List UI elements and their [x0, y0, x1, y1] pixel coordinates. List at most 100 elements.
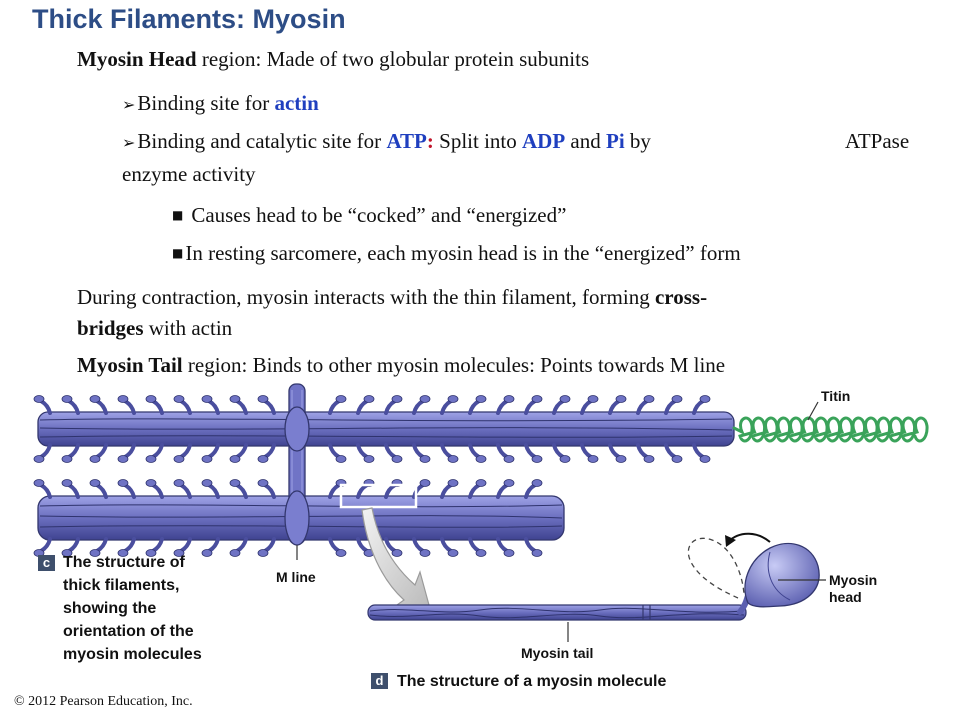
myosin-head-mark — [384, 443, 397, 459]
myosin-head-mark — [503, 479, 515, 487]
myosin-head-mark — [257, 479, 269, 487]
myosin-head-mark — [257, 455, 269, 463]
myosin-head-mark — [447, 549, 459, 557]
myosin-head-mark — [440, 443, 453, 459]
myosin-head-mark — [263, 537, 276, 553]
myosin-head-mark — [384, 537, 397, 553]
myosin-head-mark — [356, 399, 369, 415]
atpase-text: ATPase — [845, 129, 910, 153]
myosin-head-mark — [61, 479, 73, 487]
myosin-head-mark — [257, 549, 269, 557]
caption-c-badge: c — [38, 554, 55, 572]
myosin-head-mark — [636, 399, 649, 415]
myosin-head-mark — [615, 455, 627, 463]
copyright-notice: © 2012 Pearson Education, Inc. — [14, 694, 193, 709]
myosin-head-mark — [235, 537, 248, 553]
myosin-head-mark — [552, 443, 565, 459]
by-text: by — [624, 129, 651, 153]
myosin-head-mark — [328, 443, 341, 459]
myosin-head-mark — [524, 399, 537, 415]
myosin-head-mark — [440, 483, 453, 499]
myosin-head-mark — [145, 395, 157, 403]
myosin-head-mark — [503, 549, 515, 557]
bullet-cocked: ■Causes head to be “cocked” and “energiz… — [172, 203, 566, 228]
myosin-head-mark — [123, 483, 136, 499]
arrow-bullet-icon: ➢ — [122, 133, 136, 152]
myosin-head-mark — [692, 399, 705, 415]
myosin-head-mark — [608, 399, 621, 415]
myosin-head-mark — [151, 537, 164, 553]
myosin-head-term: Myosin Head — [77, 47, 197, 71]
bullet-resting: ■In resting sarcomere, each myosin head … — [172, 241, 741, 266]
myosin-head-mark — [419, 479, 431, 487]
myosin-head-mark — [263, 399, 276, 415]
myosin-head-mark — [179, 399, 192, 415]
myosin-head-mark — [117, 395, 129, 403]
myosin-tail-text: region: Binds to other myosin molecules:… — [182, 353, 726, 377]
myosin-head-mark — [608, 443, 621, 459]
myosin-head-mark — [117, 479, 129, 487]
bullet-contraction-line1: During contraction, myosin interacts wit… — [77, 285, 707, 310]
arrow-bullet-icon: ➢ — [122, 95, 136, 114]
myosin-head-mark — [699, 395, 711, 403]
myosin-head-mark — [235, 399, 248, 415]
myosin-head-mark — [384, 483, 397, 499]
myosin-tail-label: Myosin tail — [521, 645, 594, 661]
myosin-head-mark — [643, 455, 655, 463]
myosin-head-mark — [61, 455, 73, 463]
myosin-head-mark — [207, 443, 220, 459]
myosin-head-mark — [671, 455, 683, 463]
myosin-head-mark — [475, 479, 487, 487]
upper-thick-filament — [33, 395, 735, 463]
myosin-head-mark — [363, 455, 375, 463]
actin-keyword: actin — [274, 91, 319, 115]
enzyme-activity-text: enzyme activity — [122, 162, 256, 186]
myosin-head-text: region: Made of two globular protein sub… — [196, 47, 590, 71]
myosin-head-mark — [207, 483, 220, 499]
myosin-head-mark — [145, 455, 157, 463]
caption-c-text: The structure of thick filaments, showin… — [63, 554, 202, 663]
split-text: Split into — [433, 129, 522, 153]
myosin-head-mark — [468, 483, 481, 499]
myosin-head-mark — [95, 483, 108, 499]
pi-keyword: Pi — [606, 129, 625, 153]
myosin-molecule — [367, 532, 826, 642]
myosin-head-mark — [559, 395, 571, 403]
myosin-head-mark — [615, 395, 627, 403]
myosin-head-mark — [447, 455, 459, 463]
myosin-head-mark — [39, 537, 52, 553]
myosin-head-mark — [123, 443, 136, 459]
myosin-head-mark — [496, 443, 509, 459]
myosin-head-mark — [39, 443, 52, 459]
myosin-head-mark — [123, 399, 136, 415]
myosin-head-mark — [440, 399, 453, 415]
myosin-head-mark — [524, 443, 537, 459]
myosin-head-mark — [356, 483, 369, 499]
myosin-head-mark — [636, 443, 649, 459]
myosin-head-mark — [475, 455, 487, 463]
myosin-head-mark — [587, 455, 599, 463]
myosin-head-mark — [201, 549, 213, 557]
myosin-head-mark — [419, 455, 431, 463]
myosin-head-mark — [89, 455, 101, 463]
myosin-head-mark — [440, 537, 453, 553]
myosin-head-mark — [531, 479, 543, 487]
myosin-head-mark — [412, 443, 425, 459]
myosin-head-mark — [151, 483, 164, 499]
myosin-head-mark — [257, 395, 269, 403]
resting-text: In resting sarcomere, each myosin head i… — [185, 241, 741, 265]
bullet-atp-binding: ➢Binding and catalytic site for ATP: Spl… — [122, 129, 651, 154]
myosin-head-mark — [580, 399, 593, 415]
myosin-tail-term: Myosin Tail — [77, 353, 183, 377]
caption-d-text: The structure of a myosin molecule — [397, 673, 667, 690]
myosin-head-mark — [671, 395, 683, 403]
myosin-head-mark — [235, 443, 248, 459]
myosin-head-mark — [496, 483, 509, 499]
myosin-head-mark — [391, 395, 403, 403]
myosin-head-mark — [67, 537, 80, 553]
m-line-label: M line — [276, 569, 316, 585]
zoom-box — [339, 483, 418, 509]
myosin-head-mark — [89, 395, 101, 403]
myosin-head-mark — [664, 443, 677, 459]
